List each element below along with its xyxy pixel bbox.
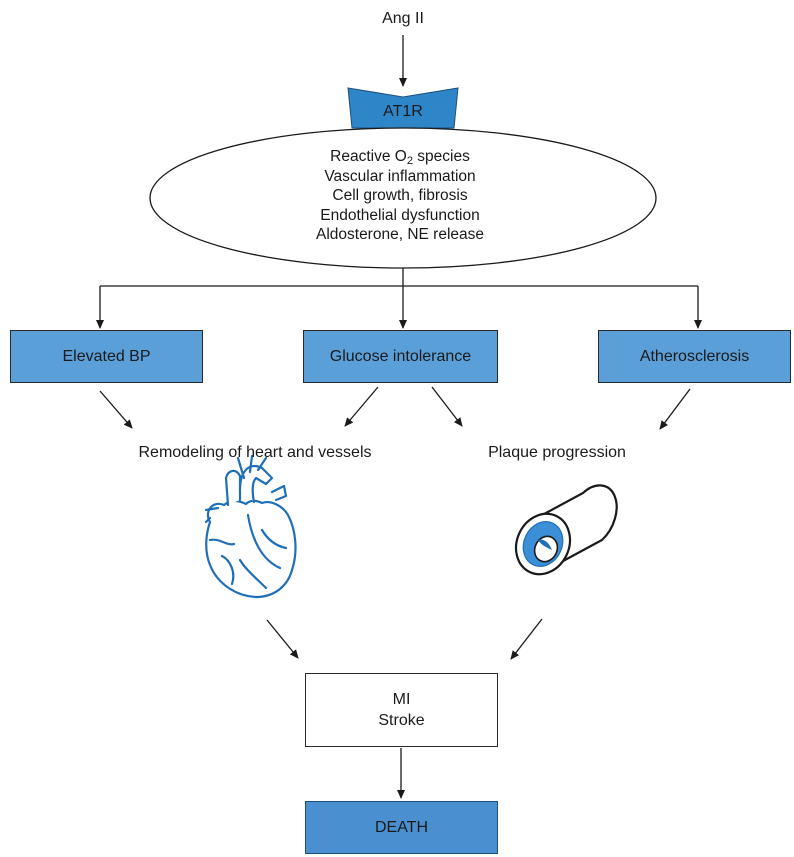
artery-cross-section-icon	[514, 484, 618, 576]
effect-vascular-inflammation: Vascular inflammation	[324, 167, 476, 185]
at1r-receptor-shape	[347, 87, 459, 129]
arrow-glucose-to-remodeling	[344, 386, 379, 427]
effect-aldosterone-ne-release: Aldosterone, NE release	[315, 226, 484, 243]
ang-ii-label: Ang II	[382, 10, 424, 27]
glucose-intolerance-label: Glucose intolerance	[329, 347, 472, 365]
arrow-glucose-to-plaque	[431, 386, 463, 427]
arrow-plaque-to-mi	[510, 618, 543, 660]
heart-icon	[204, 454, 297, 599]
elevated-bp-label: Elevated BP	[62, 347, 151, 365]
plaque-progression-label: Plaque progression	[488, 444, 626, 461]
death-box: DEATH	[305, 801, 498, 854]
elevated-bp-box: Elevated BP	[10, 330, 203, 383]
mi-stroke-box: MI Stroke	[305, 673, 498, 747]
glucose-intolerance-box: Glucose intolerance	[303, 330, 498, 383]
effect-reactive-oxygen-species: Reactive O2 species	[330, 148, 470, 167]
atherosclerosis-label: Atherosclerosis	[639, 347, 750, 365]
stroke-label: Stroke	[378, 712, 425, 729]
effect-cell-growth-fibrosis: Cell growth, fibrosis	[332, 187, 468, 204]
at1r-label: AT1R	[383, 103, 423, 120]
death-label: DEATH	[374, 818, 429, 836]
effect-endothelial-dysfunction: Endothelial dysfunction	[320, 206, 480, 224]
effects-list: Reactive O2 species Vascular inflammatio…	[250, 147, 550, 245]
arrow-remodeling-to-mi	[266, 619, 299, 659]
arrow-athero-to-plaque	[659, 388, 691, 430]
mi-label: MI	[392, 691, 411, 708]
remodeling-label: Remodeling of heart and vessels	[138, 444, 372, 461]
arrow-bp-to-remodeling	[99, 390, 133, 429]
atherosclerosis-box: Atherosclerosis	[598, 330, 791, 383]
